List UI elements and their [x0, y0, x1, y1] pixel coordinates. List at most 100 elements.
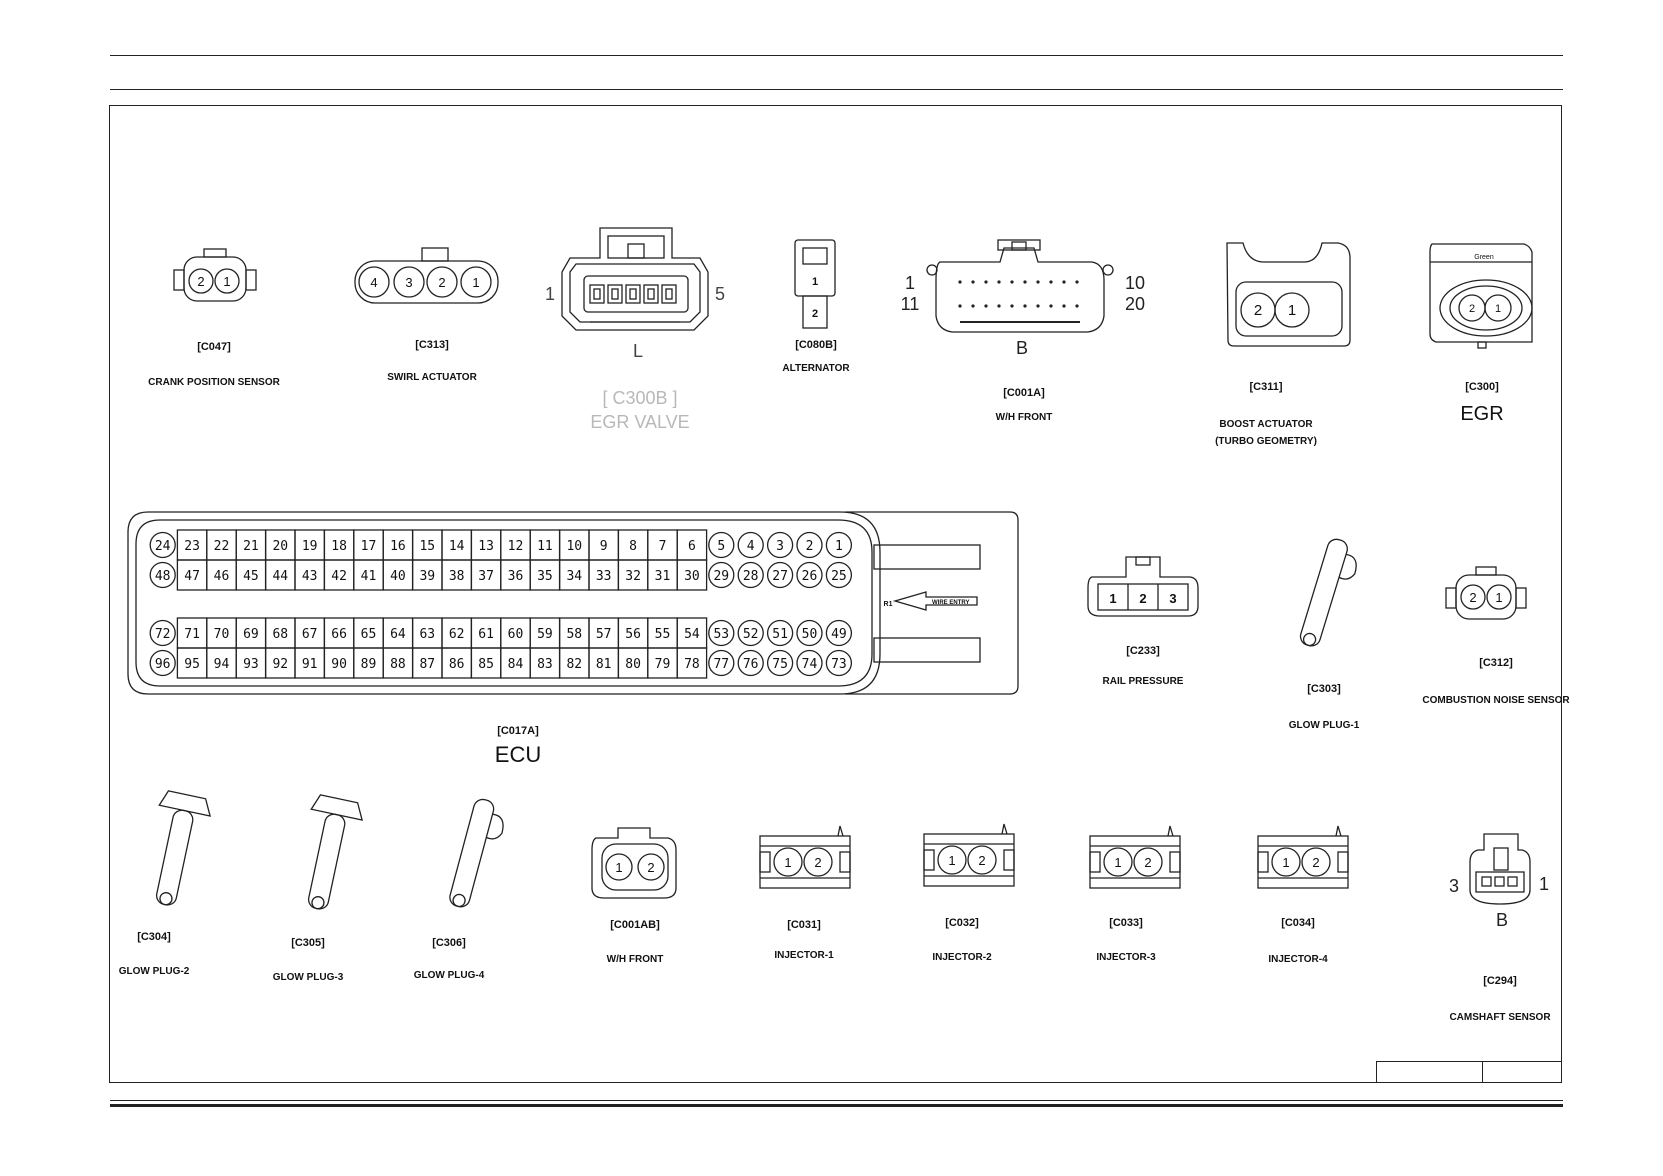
- c001a-pin-dot: [1075, 304, 1079, 308]
- c233-code: [C233]: [1126, 645, 1160, 657]
- c294-pin-left: 3: [1449, 876, 1459, 896]
- ecu-pin-label: 80: [625, 657, 641, 672]
- ecu-pin-cell: [825, 531, 853, 559]
- c300b-side: L: [633, 341, 643, 361]
- c300b-code: [ C300B ]: [602, 388, 677, 408]
- c300b-name: EGR VALVE: [590, 412, 689, 432]
- c031-code: [C031]: [787, 919, 821, 931]
- ecu-pin-cell: [825, 649, 853, 677]
- pin-label: 1: [1288, 302, 1296, 319]
- ecu-connector-body: R1 WIRE ENTRY: [127, 511, 1019, 695]
- c312-code: [C312]: [1479, 657, 1513, 669]
- ecu-pin-cell: [676, 559, 708, 591]
- c047-name: CRANK POSITION SENSOR: [148, 377, 280, 388]
- ecu-pin-cell: [825, 561, 853, 589]
- ecu-pin-label: 73: [831, 657, 847, 672]
- pin-label: 2: [1312, 855, 1319, 870]
- ecu-pin-label: 18: [331, 539, 347, 554]
- c305-code: [C305]: [291, 937, 325, 949]
- ecu-pin-label: 94: [214, 657, 230, 672]
- c080b-code: [C080B]: [795, 339, 837, 351]
- c080b-name: ALTERNATOR: [782, 363, 850, 374]
- ecu-pin-label: 52: [743, 627, 759, 642]
- ecu-pin-label: 24: [155, 539, 171, 554]
- c001a-pin-dot: [1036, 280, 1040, 284]
- header-rule-bottom: [110, 89, 1563, 90]
- ecu-pin-label: 32: [625, 569, 641, 584]
- c001a-pin-dots: [958, 280, 1079, 308]
- c311-connector: 2 1: [1226, 242, 1351, 347]
- ecu-pin-label: 9: [600, 539, 608, 554]
- header-rule-top: [110, 55, 1563, 56]
- c303-glow-plug: [1299, 538, 1357, 647]
- ecu-pin-label: 62: [449, 627, 465, 642]
- c001a-pin-tl: 1: [905, 273, 915, 293]
- ecu-pin-cell: [149, 561, 176, 589]
- c001a-pin-br: 20: [1125, 294, 1145, 314]
- ecu-pin-cell: [676, 647, 708, 679]
- ecu-pin-cell: [708, 561, 735, 589]
- c001ab-name: W/H FRONT: [607, 954, 664, 965]
- pin-label: 2: [978, 853, 985, 868]
- ecu-pin-cell: [737, 531, 764, 559]
- ecu-pin-label: 19: [302, 539, 318, 554]
- ecu-pin-label: 29: [713, 569, 729, 584]
- ecu-pin-cell: [737, 649, 764, 677]
- c001a-pin-dot: [1010, 304, 1014, 308]
- ecu-pin-cell: [825, 619, 853, 647]
- ecu-pin-label: 57: [596, 627, 612, 642]
- c304-glow-plug: [155, 790, 211, 906]
- ecu-pin-cell: [149, 531, 176, 559]
- ecu-pin-label: 12: [508, 539, 524, 554]
- c300-color-label: Green: [1474, 254, 1494, 261]
- ecu-pin-cell: [149, 649, 176, 677]
- pin-label: 2: [1254, 302, 1262, 319]
- ecu-pin-label: 95: [184, 657, 200, 672]
- pin-label: 2: [812, 308, 818, 320]
- pin-label: 3: [1169, 591, 1176, 606]
- ecu-pin-label: 48: [155, 569, 171, 584]
- ecu-pin-label: 31: [655, 569, 671, 584]
- pin-label: 1: [784, 855, 791, 870]
- ecu-pin-label: 72: [155, 627, 171, 642]
- ecu-pin-label: 76: [743, 657, 759, 672]
- drawing-frame: [109, 105, 1562, 1083]
- ecu-pin-label: 3: [776, 539, 784, 554]
- ecu-pin-label: 17: [361, 539, 377, 554]
- pin-label: 2: [1144, 855, 1151, 870]
- ecu-pin-label: 85: [478, 657, 494, 672]
- c303-code: [C303]: [1307, 683, 1341, 695]
- ecu-wire-entry-label: WIRE ENTRY: [932, 600, 969, 606]
- ecu-pin-label: 83: [537, 657, 553, 672]
- ecu-pin-label: 1: [835, 539, 843, 554]
- ecu-pin-cell: [708, 531, 735, 559]
- ecu-pin-label: 46: [214, 569, 230, 584]
- pin-label: 2: [647, 860, 654, 875]
- c047-code: [C047]: [197, 341, 231, 353]
- ecu-pin-label: 35: [537, 569, 553, 584]
- ecu-pin-label: 74: [802, 657, 818, 672]
- pin-label: 1: [1114, 855, 1121, 870]
- pin-label: 1: [1495, 303, 1501, 315]
- ecu-pin-label: 27: [772, 569, 788, 584]
- ecu-pin-label: 45: [243, 569, 259, 584]
- c001a-side: B: [1016, 338, 1028, 358]
- c034-connector: 1 2: [1257, 825, 1349, 889]
- pin-label: 1: [223, 274, 230, 289]
- ecu-pin-label: 5: [717, 539, 725, 554]
- c034-code: [C034]: [1281, 917, 1315, 929]
- c233-name: RAIL PRESSURE: [1103, 676, 1184, 687]
- ecu-pin-label: 26: [802, 569, 818, 584]
- ecu-pin-label: 61: [478, 627, 494, 642]
- ecu-pin-label: 84: [508, 657, 524, 672]
- ecu-pin-label: 43: [302, 569, 318, 584]
- ecu-pin-label: 89: [361, 657, 377, 672]
- c233-connector: 1 2 3: [1087, 556, 1199, 617]
- ecu-pin-cell: [766, 619, 794, 647]
- c001a-pin-bl: 11: [901, 294, 920, 314]
- ecu-pin-label: 87: [419, 657, 435, 672]
- ecu-pin-label: 44: [272, 569, 288, 584]
- ecu-pin-label: 90: [331, 657, 347, 672]
- c300-name: EGR: [1460, 403, 1503, 425]
